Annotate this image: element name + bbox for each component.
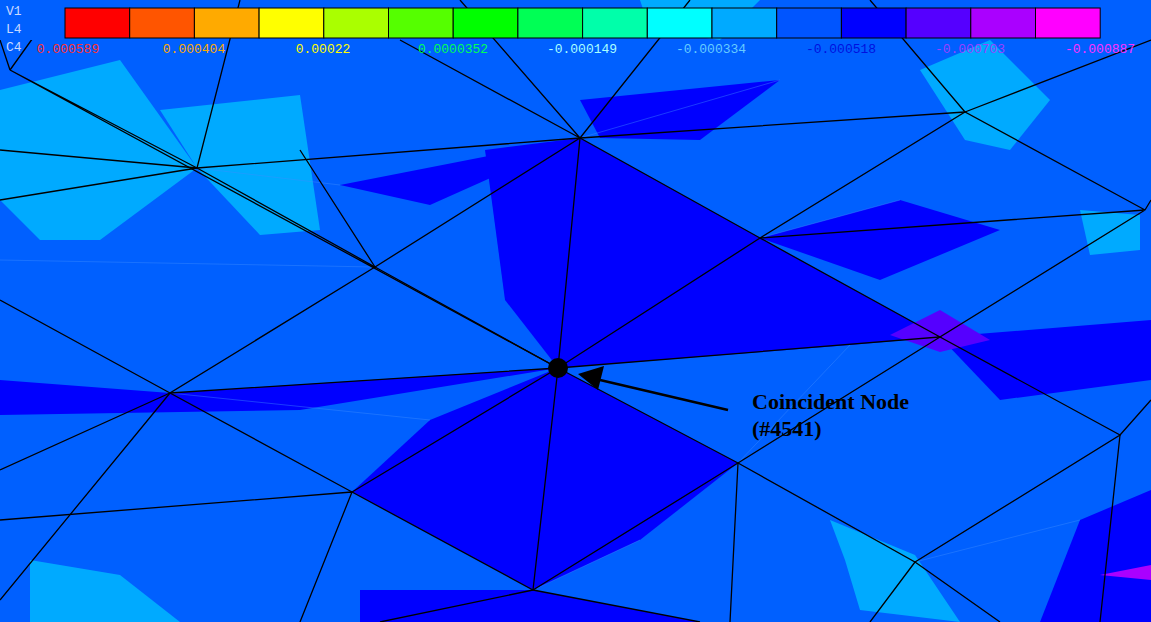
scale-value: -0.000887 — [1065, 42, 1135, 57]
scale-value: -0.000518 — [806, 42, 876, 57]
view-tag: L4 — [6, 22, 22, 37]
scale-value: -0.000149 — [547, 42, 617, 57]
scale-value: 0.000404 — [163, 42, 225, 57]
scale-value: -0.000703 — [935, 42, 1005, 57]
scale-value: 0.00022 — [296, 42, 351, 57]
view-tag: C4 — [6, 40, 22, 55]
scale-value: 0.0000352 — [418, 42, 488, 57]
scale-value: -0.000334 — [676, 42, 746, 57]
view-tag: V1 — [6, 4, 22, 19]
callout-label: Coincident Node (#4541) — [752, 388, 917, 442]
scale-value: 0.000589 — [37, 42, 99, 57]
